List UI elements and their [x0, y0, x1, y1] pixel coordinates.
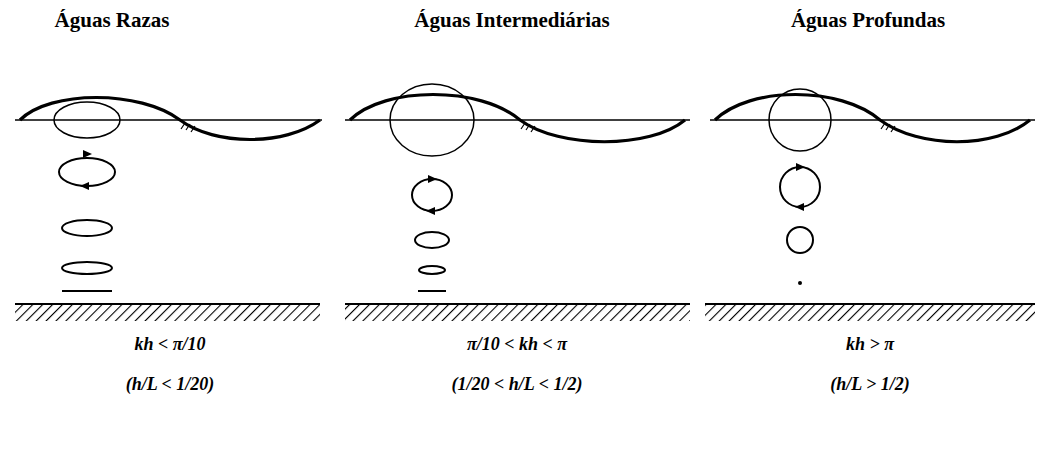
direction-arrow — [795, 203, 804, 211]
wave-profile — [715, 95, 1030, 142]
seabed — [15, 304, 1035, 321]
orbit — [62, 290, 112, 292]
tick-marks — [181, 123, 195, 132]
orbit — [769, 89, 831, 151]
depth-ratio: (1/20 < h/L < 1/2) — [452, 374, 583, 395]
depth-criterion: kh < π/10 — [134, 334, 205, 355]
orbit — [412, 179, 452, 211]
direction-arrow — [796, 163, 805, 171]
depth-criterion: π/10 < kh < π — [467, 334, 567, 355]
panel-title: Águas Razas — [55, 8, 170, 33]
depth-ratio: (h/L < 1/20) — [126, 374, 215, 395]
direction-arrow — [80, 182, 89, 190]
depth-criterion: kh > π — [846, 334, 894, 355]
orbit — [390, 84, 474, 156]
still-water-line — [15, 119, 322, 121]
direction-arrow — [428, 175, 437, 183]
panel-title: Águas Intermediárias — [414, 8, 609, 33]
still-water-line — [710, 119, 1035, 121]
direction-arrow — [83, 150, 92, 158]
direction-arrow — [426, 207, 435, 215]
wave-profile — [20, 98, 320, 140]
orbit — [780, 167, 820, 207]
orbit — [415, 232, 449, 248]
depth-ratio: (h/L > 1/2) — [830, 374, 910, 395]
orbit-point — [798, 281, 802, 285]
tick-marks — [881, 123, 895, 132]
orbit — [418, 290, 446, 292]
orbit — [419, 266, 445, 274]
panel-title: Águas Profundas — [791, 8, 945, 33]
tick-marks — [521, 123, 535, 132]
orbit — [62, 220, 112, 236]
orbit — [787, 227, 813, 253]
orbit — [62, 262, 112, 274]
orbit — [59, 158, 115, 186]
orbit — [54, 102, 120, 138]
wave-profile — [350, 95, 685, 142]
